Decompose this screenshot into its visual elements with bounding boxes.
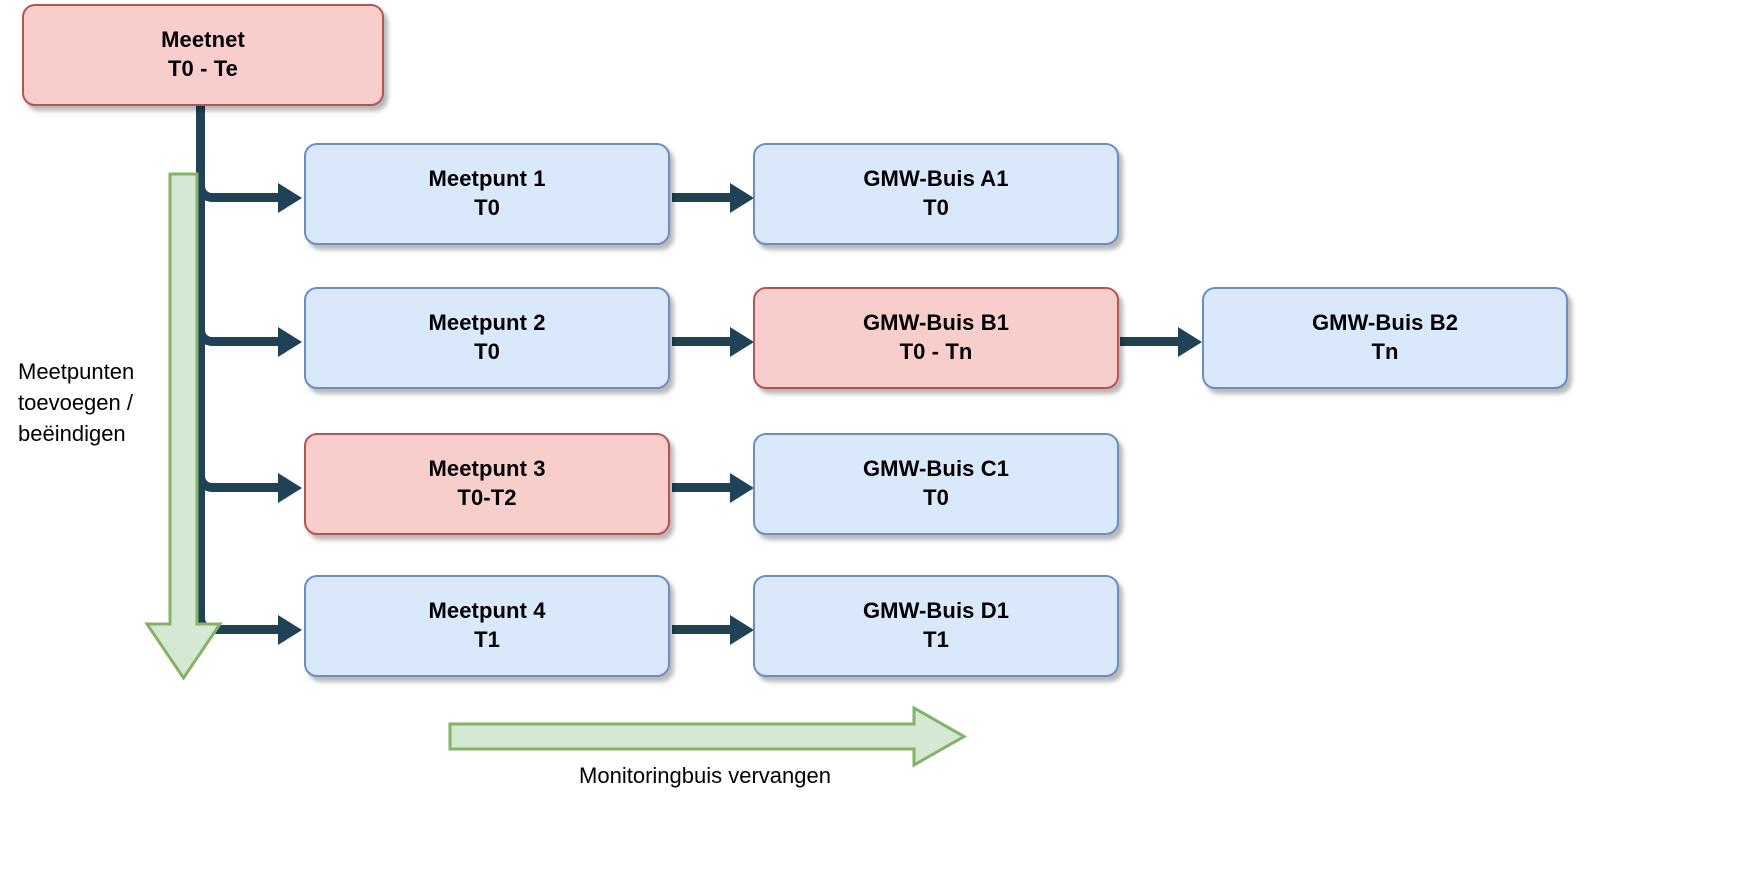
node-meetpunt-2-line1: Meetpunt 2 [428, 310, 546, 336]
node-gmw-buis-a1-line1: GMW-Buis A1 [863, 166, 1009, 192]
arrowhead-row4 [278, 615, 302, 645]
arrowhead-buisB1-to-buisB2 [1178, 327, 1202, 357]
arrowhead-row2 [278, 327, 302, 357]
node-meetpunt-4[interactable]: Meetpunt 4 T1 [304, 575, 670, 677]
arrowhead-meetpunt2-to-buisB1 [730, 327, 754, 357]
connector-branch-row1 [216, 193, 280, 202]
node-meetpunt-2-line2: T0 [474, 339, 500, 364]
connector-trunk-vertical [196, 104, 205, 634]
node-gmw-buis-d1[interactable]: GMW-Buis D1 T1 [753, 575, 1119, 677]
green-right-arrow [448, 705, 968, 768]
connector-elbow-row2 [196, 304, 220, 346]
node-gmw-buis-d1-line1: GMW-Buis D1 [862, 598, 1010, 624]
node-gmw-buis-c1-line1: GMW-Buis C1 [862, 456, 1010, 482]
node-gmw-buis-b2-line1: GMW-Buis B2 [1311, 310, 1459, 336]
vertical-arrow-label: Meetpunten toevoegen / beëindigen [18, 359, 135, 447]
node-meetpunt-1-line1: Meetpunt 1 [428, 166, 546, 192]
node-meetpunt-4-line2: T1 [474, 627, 500, 652]
node-meetpunt-3-line1: Meetpunt 3 [428, 456, 546, 482]
node-gmw-buis-c1[interactable]: GMW-Buis C1 T0 [753, 433, 1119, 535]
arrowhead-row1 [278, 183, 302, 213]
node-meetpunt-1[interactable]: Meetpunt 1 T0 [304, 143, 670, 245]
connector-meetpunt1-to-buisA1 [672, 193, 734, 202]
node-meetpunt-3-line2: T0-T2 [457, 485, 517, 510]
horizontal-arrow-label: Monitoringbuis vervangen [579, 763, 831, 788]
node-meetpunt-3[interactable]: Meetpunt 3 T0-T2 [304, 433, 670, 535]
connector-buisB1-to-buisB2 [1120, 337, 1182, 346]
node-meetpunt-2[interactable]: Meetpunt 2 T0 [304, 287, 670, 389]
node-meetnet-line1: Meetnet [161, 27, 245, 53]
connector-branch-row4 [216, 625, 280, 634]
node-gmw-buis-b1[interactable]: GMW-Buis B1 T0 - Tn [753, 287, 1119, 389]
connector-meetpunt2-to-buisB1 [672, 337, 734, 346]
connector-branch-row2 [216, 337, 280, 346]
node-gmw-buis-d1-line2: T1 [923, 627, 949, 652]
green-down-arrow [144, 172, 223, 681]
arrowhead-meetpunt4-to-buisD1 [730, 615, 754, 645]
node-meetpunt-1-line2: T0 [474, 195, 500, 220]
node-meetpunt-4-line1: Meetpunt 4 [428, 598, 546, 624]
node-gmw-buis-a1-line2: T0 [923, 195, 949, 220]
node-meetnet-line2: T0 - Te [168, 56, 238, 81]
connector-meetpunt3-to-buisC1 [672, 483, 734, 492]
node-gmw-buis-b2-line2: Tn [1371, 339, 1399, 364]
node-gmw-buis-a1[interactable]: GMW-Buis A1 T0 [753, 143, 1119, 245]
arrowhead-meetpunt1-to-buisA1 [730, 183, 754, 213]
arrowhead-meetpunt3-to-buisC1 [730, 473, 754, 503]
node-gmw-buis-c1-line2: T0 [923, 485, 949, 510]
connector-meetpunt4-to-buisD1 [672, 625, 734, 634]
arrowhead-row3 [278, 473, 302, 503]
connector-branch-row3 [216, 483, 280, 492]
node-gmw-buis-b2[interactable]: GMW-Buis B2 Tn [1202, 287, 1568, 389]
node-gmw-buis-b1-line2: T0 - Tn [899, 339, 973, 364]
node-gmw-buis-b1-line1: GMW-Buis B1 [862, 310, 1010, 336]
node-meetnet[interactable]: Meetnet T0 - Te [22, 4, 384, 106]
connector-elbow-row1 [196, 160, 220, 202]
connector-elbow-row3 [196, 450, 220, 492]
